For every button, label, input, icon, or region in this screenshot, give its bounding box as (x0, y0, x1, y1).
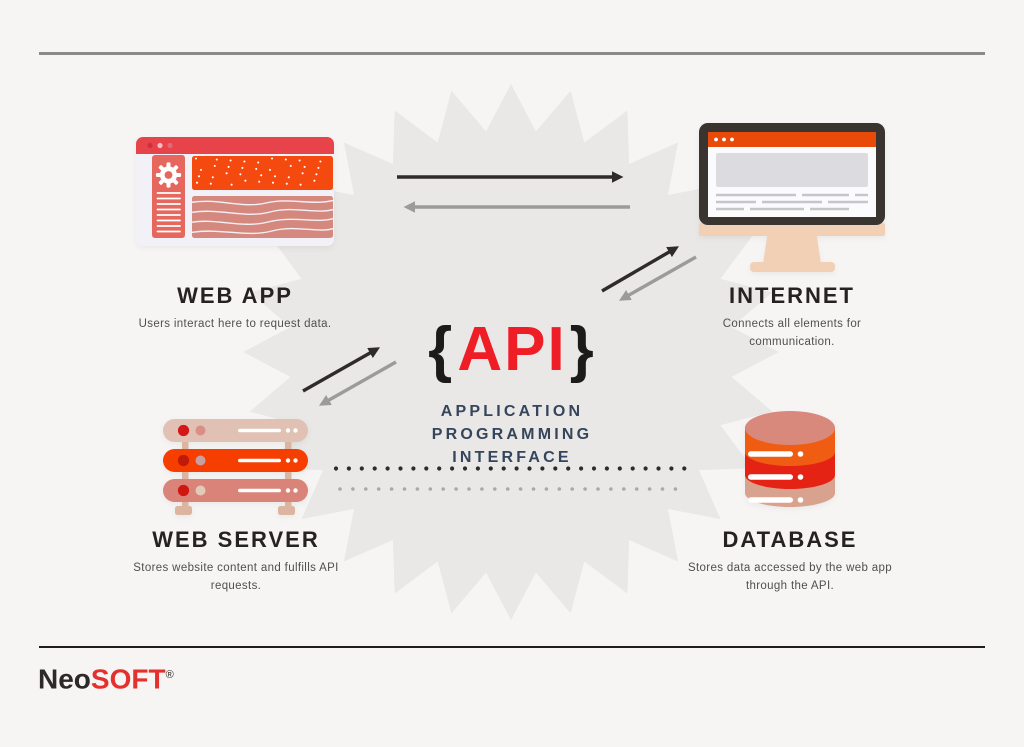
web-app-label: WEB APP (177, 283, 293, 308)
arrow-internet-to-api-icon (618, 255, 697, 301)
arrow-api-to-internet-icon (601, 246, 679, 293)
database-label: DATABASE (722, 527, 858, 552)
neosoft-logo: NeoSOFT® (38, 663, 174, 695)
close-brace: } (569, 315, 596, 384)
internet-node: INTERNET Connects all elements for commu… (642, 283, 942, 352)
database-description: Stores data accessed by the web app thro… (687, 562, 893, 592)
web-app-browser-icon (136, 137, 334, 246)
server-bar-top (163, 419, 308, 442)
api-center-block: {API} APPLICATION PROGRAMMING INTERFACE (362, 314, 662, 470)
api-acronym: API (457, 315, 567, 384)
registered-mark: ® (165, 669, 174, 681)
web-server-stack-icon (163, 419, 308, 515)
dotted-line-gray-icon (338, 487, 678, 491)
sidebar-text-lines (156, 192, 181, 233)
internet-description: Connects all elements for communication. (722, 318, 862, 348)
web-app-node: WEB APP Users interact here to request d… (85, 283, 385, 334)
server-bar-middle (163, 449, 308, 472)
database-slot-lines (748, 451, 804, 503)
api-title: {API} (362, 314, 662, 386)
arrow-webserver-to-api-icon (302, 347, 381, 393)
database-cylinder-icon (745, 411, 835, 507)
top-divider (39, 52, 985, 55)
web-server-label: WEB SERVER (152, 527, 320, 552)
web-server-description: Stores website content and fulfills API … (133, 562, 339, 592)
screen-text-lines (716, 193, 868, 211)
api-subtitle: APPLICATION PROGRAMMING INTERFACE (431, 403, 593, 467)
bottom-divider (39, 646, 985, 648)
arrow-api-to-webserver-icon (318, 360, 397, 406)
web-app-description: Users interact here to request data. (138, 318, 332, 330)
web-server-node: WEB SERVER Stores website content and fu… (61, 527, 411, 596)
server-bar-bottom (163, 479, 308, 502)
database-node: DATABASE Stores data accessed by the web… (640, 527, 940, 596)
internet-label: INTERNET (729, 283, 855, 308)
internet-monitor-icon (699, 123, 885, 272)
wavy-content-lines (192, 198, 333, 238)
starburst-background-icon (243, 84, 779, 620)
dotted-line-webserver-database-icon (333, 466, 687, 471)
open-brace: { (428, 315, 455, 384)
